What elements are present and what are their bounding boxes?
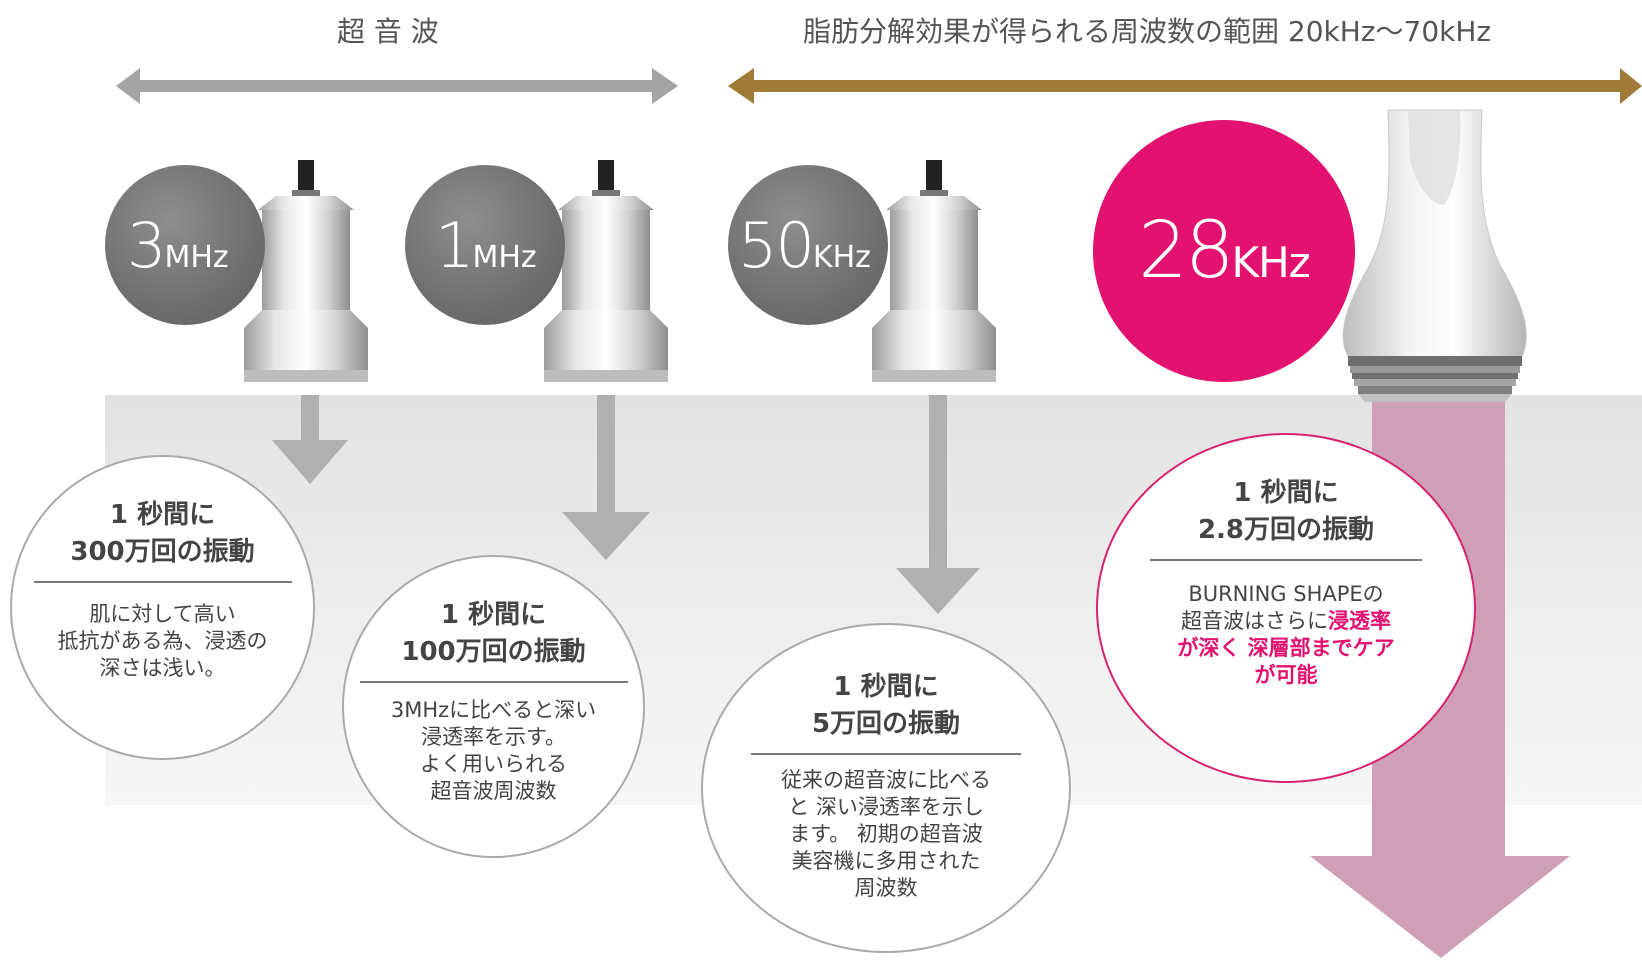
lipolysis-range-label: 脂肪分解効果が得られる周波数の範囲 20kHz〜70kHz <box>803 15 1492 48</box>
down-arrow-1mhz <box>562 395 650 560</box>
lipolysis-range-arrow <box>728 68 1642 104</box>
vibration-title: 1 秒間に <box>440 600 547 630</box>
description-line: 美容機に多用された <box>791 849 981 873</box>
freq-value: 28 <box>1138 206 1234 296</box>
description-line: 浸透率を示す。 <box>421 725 566 749</box>
description-line: 3MHzに比べると深い <box>390 698 597 722</box>
freq-disc-3mhz: 3MHz <box>105 165 265 325</box>
description-line: と 深い浸透率を示し <box>788 795 984 819</box>
divider <box>1150 559 1422 561</box>
freq-disc-1mhz: 1MHz <box>405 165 565 325</box>
freq-disc-50khz: 50KHz <box>728 165 888 325</box>
vibration-count: 300万回の振動 <box>70 537 255 567</box>
description-line: ます。 初期の超音波 <box>789 822 983 846</box>
description-line: 超音波周波数 <box>430 779 557 803</box>
description-line: 超音波はさらに浸透率 <box>1098 608 1474 635</box>
description-highlight: が深く 深層部までケア <box>1177 636 1395 660</box>
description-highlight: 浸透率 <box>1328 609 1391 633</box>
probe-1mhz <box>544 160 668 382</box>
freq-unit: KHz <box>1231 238 1311 287</box>
freq-unit: KHz <box>812 239 871 275</box>
description-line: 周波数 <box>854 876 918 900</box>
freq-value: 1 <box>435 208 474 282</box>
ultrasound-range-arrow <box>116 68 678 104</box>
divider <box>33 581 292 583</box>
vibration-title: 1 秒間に <box>109 500 216 530</box>
description-plain: 超音波はさらに <box>1181 609 1328 633</box>
freq-unit: MHz <box>472 239 537 275</box>
down-arrow-50khz <box>896 395 980 614</box>
vibration-title: 1 秒間に <box>1233 478 1339 508</box>
freq-unit: MHz <box>164 239 229 275</box>
info-circle-28khz: 1 秒間に 2.8万回の振動 BURNING SHAPEの 超音波はさらに浸透率… <box>1096 433 1476 783</box>
divider <box>751 753 1021 755</box>
down-arrow-3mhz <box>272 395 348 484</box>
description-line: 深さは浅い。 <box>99 656 226 680</box>
probe-50khz <box>872 160 996 382</box>
description-line: 従来の超音波に比べる <box>781 768 991 792</box>
description-highlight: が可能 <box>1254 663 1318 687</box>
vibration-count: 2.8万回の振動 <box>1197 515 1375 545</box>
description-line: BURNING SHAPEの <box>1188 582 1384 606</box>
info-circle-50khz: 1 秒間に 5万回の振動 従来の超音波に比べる と 深い浸透率を示し ます。 初… <box>701 623 1071 953</box>
probe-3mhz <box>244 160 368 382</box>
description-line: よく用いられる <box>420 752 567 776</box>
info-circle-1mhz: 1 秒間に 100万回の振動 3MHzに比べると深い 浸透率を示す。 よく用いら… <box>342 555 645 858</box>
ultrasound-label: 超 音 波 <box>337 15 439 48</box>
vibration-count: 5万回の振動 <box>811 709 961 739</box>
vibration-count: 100万回の振動 <box>401 637 586 667</box>
freq-disc-28khz: 28KHz <box>1093 120 1355 382</box>
burning-shape-device <box>1342 109 1527 402</box>
divider <box>359 681 628 683</box>
description-line: 抵抗がある為、浸透の <box>57 629 268 653</box>
freq-value: 3 <box>127 208 166 282</box>
freq-value: 50 <box>738 208 815 282</box>
info-circle-3mhz: 1 秒間に 300万回の振動 肌に対して高い 抵抗がある為、浸透の 深さは浅い。 <box>10 455 315 760</box>
description-line: 肌に対して高い <box>89 602 236 626</box>
vibration-title: 1 秒間に <box>833 672 939 702</box>
